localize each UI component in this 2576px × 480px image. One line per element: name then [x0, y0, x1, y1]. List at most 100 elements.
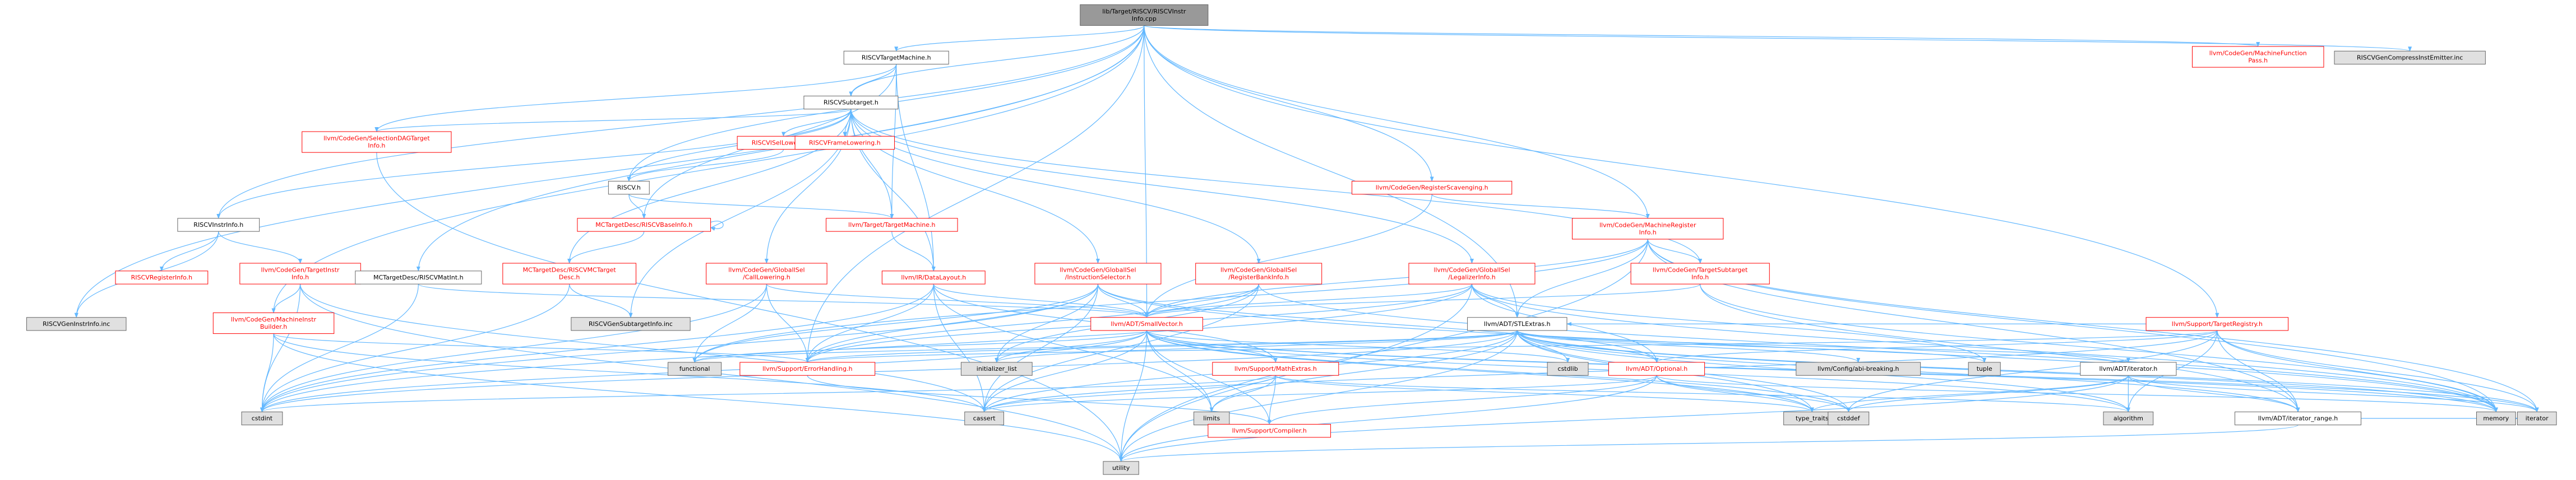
node-label: llvm/ADT/STLExtras.h — [1484, 320, 1551, 328]
node-box — [2334, 50, 2486, 65]
node-box — [2080, 362, 2177, 376]
node-box — [2235, 411, 2362, 426]
node-regbank[interactable]: llvm/CodeGen/GlobalISel/RegisterBankInfo… — [1195, 263, 1322, 285]
node-riscvh[interactable]: RISCV.h — [608, 180, 650, 195]
node-box — [826, 218, 958, 232]
edge-regscav-to-machreg — [1431, 194, 1650, 219]
node-gensubinc[interactable]: RISCVGenSubtargetInfo.inc — [571, 317, 691, 331]
edge-root-to-stlextras — [1144, 25, 1519, 318]
edge-mib-to-cassert — [273, 333, 986, 413]
node-box — [1080, 4, 1209, 26]
node-box — [1547, 362, 1589, 376]
node-compressinc[interactable]: RISCVGenCompressInstEmitter.inc — [2334, 50, 2486, 65]
edge-riscvsub-to-tgtmach — [850, 109, 894, 219]
node-box — [577, 218, 711, 232]
edge-iterh-to-iterator — [2128, 375, 2539, 413]
node-label: RISCVFrameLowering.h — [809, 139, 881, 146]
edge-root-to-mcfp — [1144, 25, 2260, 47]
node-box — [1408, 263, 1536, 285]
node-box — [241, 411, 283, 426]
node-algorithm[interactable]: algorithm — [2103, 411, 2154, 426]
node-box — [1796, 362, 1921, 376]
node-mcbase[interactable]: MCTargetDesc/RISCVBaseInfo.h — [577, 218, 711, 232]
edge-tgtsub-to-memory — [1700, 284, 2498, 413]
node-matint[interactable]: MCTargetDesc/RISCVMatInt.h — [355, 271, 482, 285]
node-label: llvm/Support/Compiler.h — [1232, 427, 1307, 435]
node-label: cstdlib — [1558, 365, 1578, 372]
edge-optional-to-typetraits — [1656, 375, 1814, 413]
node-reginfo[interactable]: RISCVRegisterInfo.h — [115, 271, 209, 285]
node-tgtmach[interactable]: llvm/Target/TargetMachine.h — [826, 218, 958, 232]
node-mathextras[interactable]: llvm/Support/MathExtras.h — [1212, 362, 1339, 376]
edge-stlextras-to-limits — [1209, 330, 1518, 413]
node-instsel[interactable]: llvm/CodeGen/GlobalISel/InstructionSelec… — [1034, 263, 1162, 285]
node-label: RISCVTargetMachine.h — [862, 54, 931, 61]
node-limits[interactable]: limits — [1194, 411, 1230, 426]
node-legalizer[interactable]: llvm/CodeGen/GlobalISel/LegalizerInfo.h — [1408, 263, 1536, 285]
node-riscvsub[interactable]: RISCVSubtarget.h — [803, 95, 899, 110]
edge-regscav-to-smallvec — [1145, 194, 1432, 318]
node-tgtreg[interactable]: llvm/Support/TargetRegistry.h — [2145, 317, 2289, 331]
node-cfgabi[interactable]: llvm/Config/abi-breaking.h — [1796, 362, 1921, 376]
node-iterator[interactable]: iterator — [2517, 411, 2557, 426]
node-instrinfo[interactable]: RISCVInstrInfo.h — [177, 218, 260, 232]
node-calllow[interactable]: llvm/CodeGen/GlobalISel/CallLowering.h — [706, 263, 827, 285]
node-box — [2192, 46, 2324, 68]
edge-riscvsub-to-tgtsub — [850, 109, 1703, 264]
node-label: Desc.h — [559, 274, 580, 281]
node-tuple[interactable]: tuple — [1968, 362, 2001, 376]
edge-machreg-to-utility — [1119, 239, 1648, 462]
node-cstddef[interactable]: cstddef — [1828, 411, 1870, 426]
node-riscvtm[interactable]: RISCVTargetMachine.h — [843, 50, 949, 65]
node-compiler[interactable]: llvm/Support/Compiler.h — [1208, 423, 1331, 438]
edge-instsel-to-initlist — [995, 284, 1099, 363]
node-initlist[interactable]: initializer_list — [960, 362, 1033, 376]
node-framelow[interactable]: RISCVFrameLowering.h — [794, 136, 895, 150]
edge-instsel-to-smallvec — [1097, 284, 1149, 318]
edge-calllow-to-smallvec — [766, 283, 1149, 318]
edge-mib-to-errh — [273, 333, 810, 363]
node-stlextras[interactable]: llvm/ADT/STLExtras.h — [1467, 317, 1567, 331]
node-iterrange[interactable]: llvm/ADT/iterator_range.h — [2235, 411, 2362, 426]
node-root[interactable]: lib/Target/RISCV/RISCVInstrInfo.cpp — [1080, 4, 1209, 26]
node-box — [2145, 317, 2289, 331]
node-utility[interactable]: utility — [1103, 461, 1139, 475]
edge-machreg-to-functional — [692, 239, 1648, 363]
node-label: llvm/CodeGen/MachineFunction — [2209, 50, 2307, 57]
edge-root-to-compressinc — [1144, 25, 2412, 52]
node-box — [960, 362, 1033, 376]
node-functional[interactable]: functional — [668, 362, 722, 376]
node-cassert[interactable]: cassert — [964, 411, 1004, 426]
node-box — [1608, 362, 1705, 376]
node-smallvec[interactable]: llvm/ADT/SmallVector.h — [1090, 317, 1203, 331]
node-box — [355, 271, 482, 285]
node-cstdint[interactable]: cstdint — [241, 411, 283, 426]
node-cstdlib[interactable]: cstdlib — [1547, 362, 1589, 376]
node-memory[interactable]: memory — [2476, 411, 2516, 426]
node-iterh[interactable]: llvm/ADT/iterator.h — [2080, 362, 2177, 376]
edge-smallvec-to-cstdlib — [1146, 330, 1570, 363]
node-errh[interactable]: llvm/Support/ErrorHandling.h — [739, 362, 876, 376]
node-datalayout[interactable]: llvm/IR/DataLayout.h — [881, 271, 986, 285]
edge-mathextras-to-compiler — [1267, 375, 1276, 425]
node-geninstrinc[interactable]: RISCVGenInstrInfo.inc — [26, 317, 127, 331]
node-label: Builder.h — [260, 323, 287, 330]
node-regscav[interactable]: llvm/CodeGen/RegisterScavenging.h — [1352, 180, 1513, 195]
edge-mib-to-utility — [273, 333, 1123, 462]
node-label: llvm/Support/ErrorHandling.h — [762, 365, 853, 372]
node-optional[interactable]: llvm/ADT/Optional.h — [1608, 362, 1705, 376]
node-label: initializer_list — [977, 365, 1018, 372]
edge-calllow-to-errh — [766, 284, 810, 363]
node-box — [706, 263, 827, 285]
edge-datalayout-to-smallvec — [933, 283, 1149, 318]
node-label: Info.h — [1639, 229, 1657, 236]
edge-stlextras-to-functional — [692, 330, 1518, 363]
node-label: llvm/ADT/SmallVector.h — [1111, 320, 1183, 328]
